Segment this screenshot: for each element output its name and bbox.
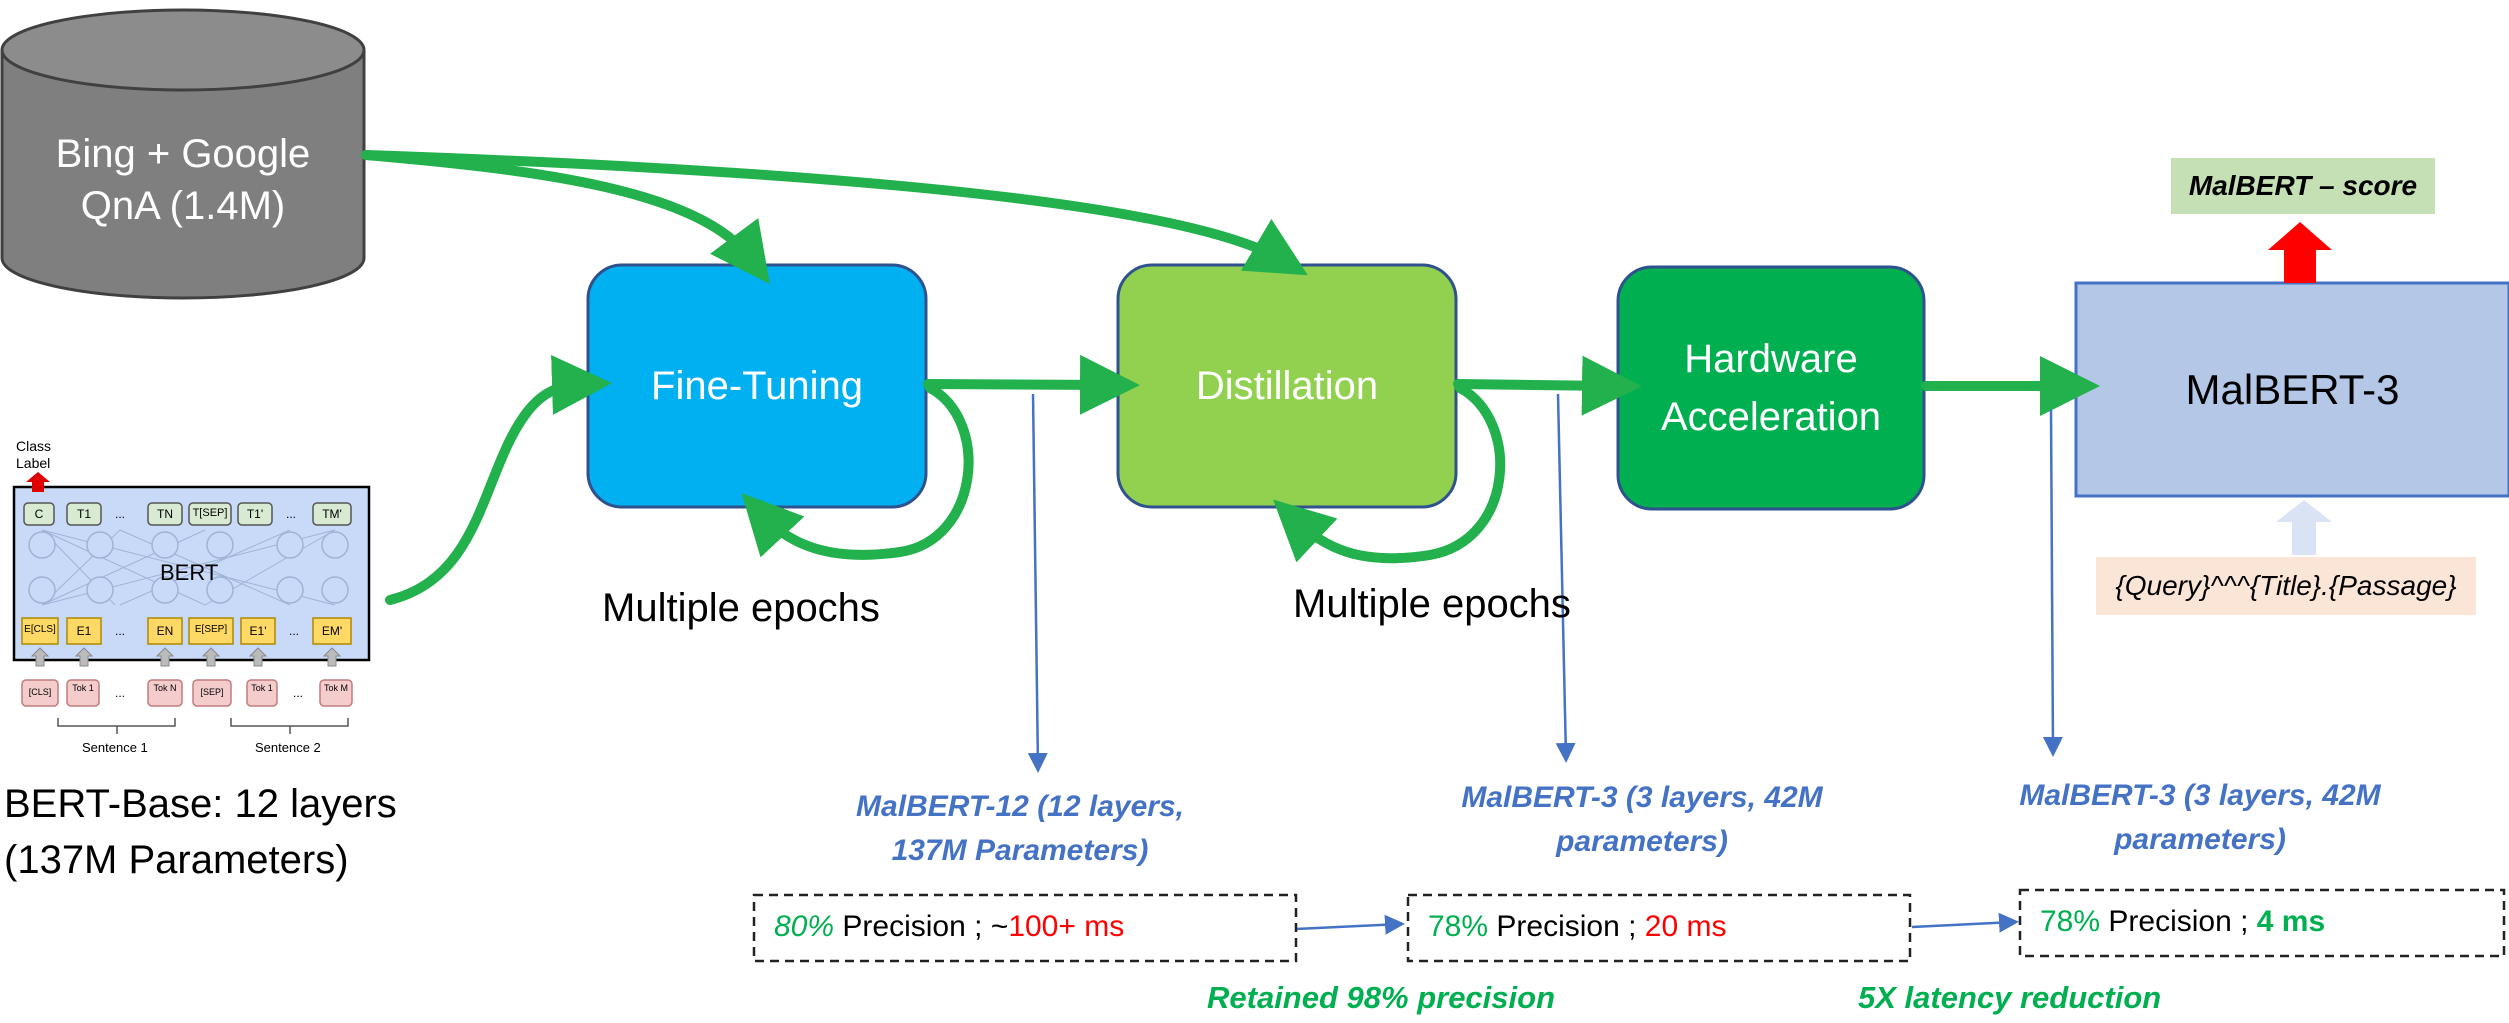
input-tok-m: Tok M — [323, 683, 348, 693]
arrow-bert-to-finetune — [385, 354, 612, 605]
sentence-2-label: Sentence 2 — [255, 740, 321, 755]
arrow-distill-to-hw — [1453, 355, 1642, 416]
metric-1-precision: 80% — [774, 910, 835, 943]
arrow-box2-to-box3 — [1911, 912, 2019, 933]
drop-arrow-2 — [1555, 393, 1576, 763]
emb-cls: E[CLS] — [24, 624, 56, 635]
metric-box-2-text: 78% Precision ; 20 ms — [1428, 910, 1726, 944]
input-format-box — [2096, 557, 2476, 615]
metric-box-2 — [1406, 893, 1912, 963]
arrow-db-to-distill — [361, 150, 1308, 276]
loop-distill — [1273, 383, 1506, 564]
retained-precision-note: Retained 98% precision — [1207, 980, 1556, 1015]
metric-box-1 — [752, 893, 1298, 963]
metric-box-1-text: 80% Precision ; ~100+ ms — [774, 910, 1124, 944]
input-tok-1b: Tok 1 — [251, 683, 273, 693]
token-ellipsis-2: ... — [285, 507, 296, 521]
metric-1-label: Precision ; ~ — [842, 910, 1009, 943]
bert-name: BERT — [160, 560, 219, 585]
bert-architecture-diagram — [12, 472, 371, 734]
metric-2-label: Precision ; — [1496, 910, 1645, 943]
metric-boxes — [752, 888, 2506, 963]
token-tn: TN — [157, 507, 173, 521]
malbert-3b-line2: parameters) — [2114, 823, 2286, 856]
blue-drop-arrows — [1027, 393, 2063, 935]
token-c: C — [34, 507, 44, 521]
emb-1-prime: E1' — [249, 624, 267, 638]
datastore-label: Bing + Google QnA (1.4M) — [2, 128, 364, 232]
token-tm-prime: TM' — [322, 507, 342, 521]
metric-3-precision: 78% — [2040, 905, 2101, 938]
token-ellipsis-1: ... — [114, 507, 125, 521]
top-token-row — [23, 502, 352, 526]
sentence-1-label: Sentence 1 — [82, 740, 148, 755]
bert-base-line2: (137M Parameters) — [4, 838, 349, 882]
input-tok-n: Tok N — [153, 683, 177, 693]
malbert-3b-line1: MalBERT-3 (3 layers, 42M — [2019, 779, 2381, 812]
emb-1: E1 — [76, 624, 92, 638]
emb-m-prime: EM' — [321, 624, 343, 638]
score-up-arrow — [2268, 222, 2332, 283]
score-label: MalBERT – score — [2188, 170, 2418, 201]
bert-base-caption: BERT-Base: 12 layers (137M Parameters) — [4, 776, 397, 888]
datastore-line1: Bing + Google — [55, 132, 311, 176]
score-box — [2171, 158, 2435, 214]
hardware-acceleration-label: Hardware Acceleration — [1618, 267, 1924, 509]
metric-2-precision: 78% — [1428, 910, 1489, 943]
class-label-text: Class Label — [16, 438, 51, 472]
metric-2-latency: 20 ms — [1644, 910, 1727, 943]
input-tok-1: Tok 1 — [72, 683, 94, 693]
malbert-12-line2: 137M Parameters) — [891, 834, 1149, 867]
database-cylinder — [0, 8, 366, 300]
class-label-line2: Label — [16, 455, 51, 471]
metric-box-3-text: 78% Precision ; 4 ms — [2040, 905, 2325, 939]
input-ellipsis-1: ... — [114, 686, 125, 700]
hw-line1: Hardware — [1684, 337, 1858, 381]
drop-arrow-3 — [2042, 409, 2063, 757]
epochs-label-1: Multiple epochs — [602, 586, 880, 630]
input-token-row — [21, 679, 353, 707]
token-t1: T1 — [76, 507, 91, 521]
green-arrows — [361, 150, 2100, 605]
input-format-label: {Query}^^^{Title}.{Passage} — [2115, 570, 2457, 601]
epochs-label-2: Multiple epochs — [1293, 582, 1571, 626]
emb-ellipsis-2: ... — [288, 624, 299, 638]
distillation-label: Distillation — [1195, 363, 1379, 408]
embedding-row — [21, 617, 352, 645]
token-t1-prime: T1' — [246, 507, 264, 521]
token-tsep: T[SEP] — [192, 507, 228, 519]
input-sep: [SEP] — [200, 687, 224, 697]
malbert-3-label: MalBERT-3 — [2185, 365, 2400, 413]
bert-base-line1: BERT-Base: 12 layers — [4, 782, 397, 826]
latency-reduction-note: 5X latency reduction — [1858, 980, 2162, 1015]
malbert-3a-line1: MalBERT-3 (3 layers, 42M — [1461, 781, 1823, 814]
metric-box-3 — [2018, 888, 2506, 958]
metric-1-latency: 100+ ms — [1008, 910, 1125, 943]
input-ellipsis-2: ... — [292, 686, 303, 700]
malbert-3a-caption: MalBERT-3 (3 layers, 42M parameters) — [1432, 776, 1852, 864]
fine-tuning-label: Fine-Tuning — [651, 363, 863, 408]
datastore-line2: QnA (1.4M) — [80, 184, 286, 228]
hw-line2: Acceleration — [1660, 395, 1882, 439]
emb-ellipsis-1: ... — [114, 624, 125, 638]
input-up-arrow — [2276, 500, 2332, 555]
malbert-12-line1: MalBERT-12 (12 layers, — [856, 790, 1184, 823]
metric-3-latency: 4 ms — [2256, 905, 2326, 938]
arrow-finetune-to-distill — [923, 354, 1140, 415]
metric-3-label: Precision ; — [2108, 905, 2257, 938]
input-cls: [CLS] — [28, 687, 52, 697]
arrow-box1-to-box2 — [1295, 914, 1405, 935]
malbert-12-caption: MalBERT-12 (12 layers, 137M Parameters) — [820, 785, 1220, 873]
emb-n: EN — [156, 624, 174, 638]
malbert-3a-line2: parameters) — [1556, 825, 1728, 858]
malbert-3b-caption: MalBERT-3 (3 layers, 42M parameters) — [1990, 774, 2410, 862]
loop-finetune — [741, 383, 974, 560]
emb-sep: E[SEP] — [194, 624, 228, 635]
class-label-line1: Class — [16, 438, 52, 454]
drop-arrow-1 — [1027, 393, 1048, 773]
